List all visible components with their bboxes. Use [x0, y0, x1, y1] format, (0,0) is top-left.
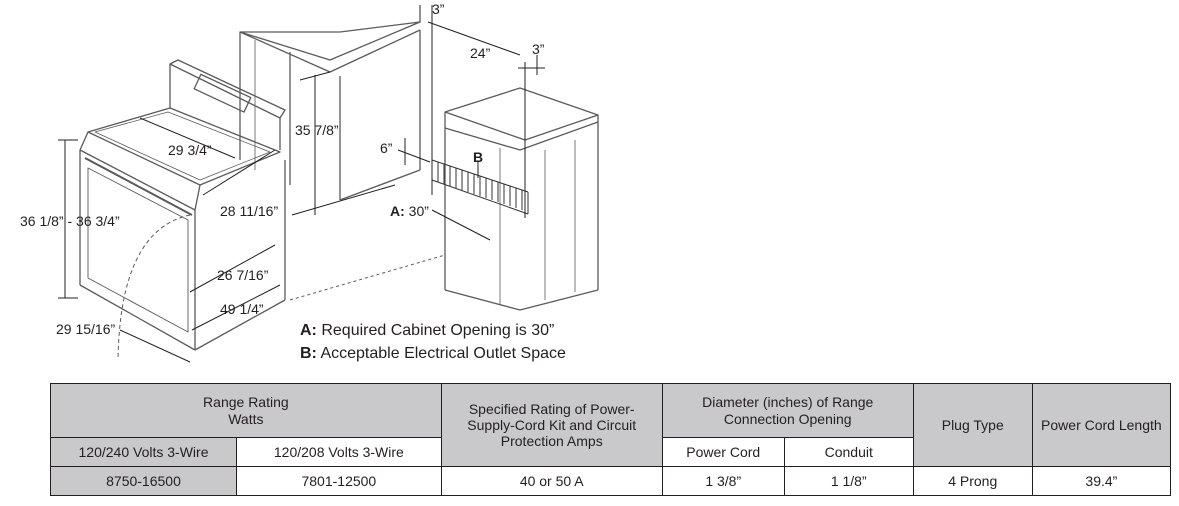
subheader-conduit: Conduit: [783, 437, 914, 467]
diameter-header: Diameter (inches) of Range Connection Op…: [661, 383, 914, 438]
outlet-marker-b: B: [473, 149, 484, 165]
outlet-space-hatch: [431, 159, 529, 215]
opening-width-value: 30”: [408, 203, 429, 219]
cabinet-drawing: [239, 21, 421, 201]
cell-amps: 40 or 50 A: [440, 466, 663, 496]
range-rating-header: Range Rating Watts: [50, 383, 442, 438]
cell-power-cord-diameter: 1 3/8”: [661, 466, 785, 496]
cell-cord-length: 39.4”: [1031, 466, 1172, 496]
door-swing-arc: [117, 214, 191, 361]
top-clearance-label: 3”: [432, 1, 445, 17]
range-width-label: 29 15/16”: [56, 321, 116, 337]
specified-rating-header: Specified Rating of Power-Supply-Cord Ki…: [440, 383, 663, 467]
specification-table: Range Rating Watts Specified Rating of P…: [50, 383, 1172, 496]
cell-plug-type: 4 Prong: [912, 466, 1033, 496]
outlet-height-label: 6”: [380, 140, 393, 156]
cell-watts-240: 8750-16500: [50, 466, 237, 496]
cooktop-width-label: 29 3/4”: [168, 142, 212, 158]
legend-key-b: B:: [300, 345, 317, 362]
cord-length-header: Power Cord Length: [1031, 383, 1172, 467]
door-open-depth-label: 49 1/4”: [220, 301, 264, 317]
opening-width-label: A: 30”: [390, 204, 429, 218]
cabinet-depth-label: 24”: [470, 45, 491, 61]
range-drawing: [79, 59, 286, 351]
range-depth-top-label: 28 11/16”: [220, 203, 279, 219]
legend-item-a: A: Required Cabinet Opening is 30”: [300, 323, 554, 339]
range-height-label: 36 1/8” - 36 3/4”: [20, 213, 120, 229]
legend-text-b: Acceptable Electrical Outlet Space: [320, 345, 566, 362]
subheader-120-240: 120/240 Volts 3-Wire: [50, 437, 237, 467]
cell-watts-208: 7801-12500: [236, 466, 442, 496]
installation-diagram: [58, 5, 599, 363]
range-depth-body-label: 26 7/16”: [217, 267, 269, 283]
cell-conduit-diameter: 1 1/8”: [783, 466, 914, 496]
side-clearance-label: 3”: [532, 41, 545, 57]
plug-type-header: Plug Type: [912, 383, 1033, 467]
legend-key-a: A:: [300, 322, 317, 339]
cabinet-height-label: 35 7/8”: [295, 122, 339, 138]
legend-item-b: B: Acceptable Electrical Outlet Space: [300, 346, 566, 362]
opening-width-prefix: A:: [390, 203, 405, 219]
counter-drawing: [444, 87, 599, 311]
subheader-120-208: 120/208 Volts 3-Wire: [236, 437, 442, 467]
subheader-power-cord: Power Cord: [661, 437, 785, 467]
legend-text-a: Required Cabinet Opening is 30”: [321, 322, 555, 339]
